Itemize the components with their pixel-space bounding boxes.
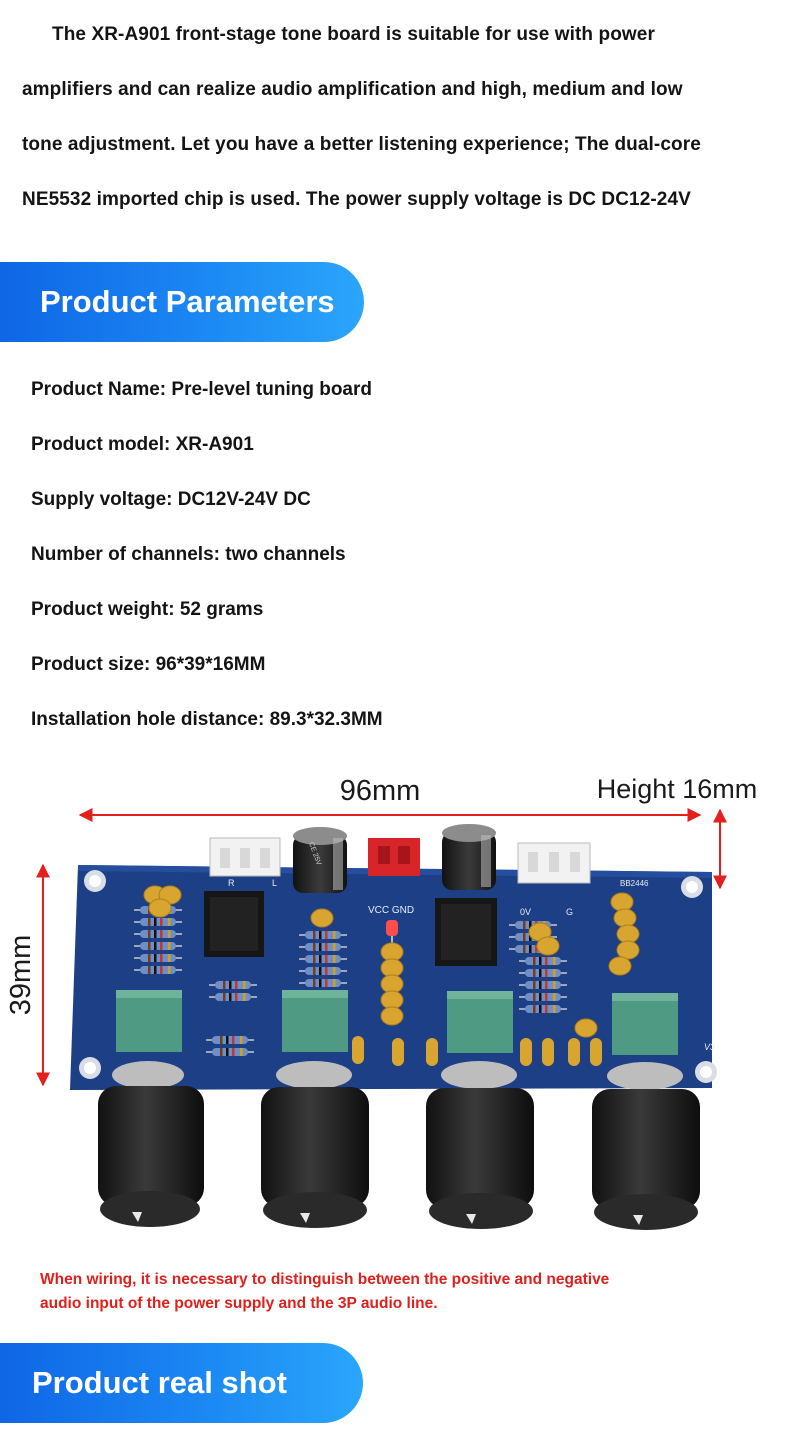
opamp-chip-left <box>204 891 264 957</box>
warning-line: When wiring, it is necessary to distingu… <box>40 1271 610 1288</box>
resistor <box>134 930 182 938</box>
resistor <box>519 969 567 977</box>
resistor <box>209 981 257 989</box>
intro-line: The XR-A901 front-stage tone board is su… <box>52 24 655 45</box>
resistor <box>134 918 182 926</box>
ceramic-capacitor <box>380 990 404 1010</box>
resistor <box>299 979 347 987</box>
ceramic-capacitor <box>380 1006 404 1026</box>
width-label: 96mm <box>340 775 421 807</box>
knob-1 <box>98 1061 204 1227</box>
silk-code: BB2446 <box>620 879 649 888</box>
intro-line: tone adjustment. Let you have a better l… <box>22 134 701 155</box>
resistor <box>206 1048 254 1056</box>
product-photo: 96mm Height 16mm 39mm <box>5 774 758 1230</box>
ceramic-capacitor <box>616 924 640 944</box>
section-banner-real-shot: Product real shot <box>0 1343 363 1423</box>
parameter-item: Product weight: 52 grams <box>31 599 264 620</box>
capacitor-left <box>293 827 347 893</box>
resistor <box>299 943 347 951</box>
resistor <box>299 955 347 963</box>
parameter-item: Product Name: Pre-level tuning board <box>31 379 372 400</box>
ceramic-capacitor <box>380 942 404 962</box>
section-title: Product Parameters <box>40 284 335 319</box>
potentiometer-bass <box>116 990 182 1052</box>
potentiometer-volume <box>612 993 678 1055</box>
parameter-item: Product size: 96*39*16MM <box>31 654 266 675</box>
tantalum-capacitor <box>590 1038 602 1066</box>
ceramic-capacitor <box>608 956 632 976</box>
potentiometer-treble <box>447 991 513 1053</box>
resistor <box>519 993 567 1001</box>
opamp-chip-right <box>435 898 497 966</box>
ceramic-capacitor <box>610 892 634 912</box>
parameter-item: Number of channels: two channels <box>31 544 346 565</box>
tantalum-capacitor <box>352 1036 364 1064</box>
section-banner-parameters: Product Parameters <box>0 262 364 342</box>
ceramic-capacitor <box>380 974 404 994</box>
resistor <box>134 954 182 962</box>
section-title: Product real shot <box>32 1365 287 1400</box>
silk-vcc-gnd: VCC GND <box>368 905 414 916</box>
silk-l: L <box>272 878 277 888</box>
intro-line: NE5532 imported chip is used. The power … <box>22 189 691 210</box>
tantalum-capacitor <box>392 1038 404 1066</box>
input-connector-right <box>517 842 591 884</box>
tantalum-capacitor <box>520 1038 532 1066</box>
ceramic-capacitor <box>380 958 404 978</box>
parameter-item: Supply voltage: DC12V-24V DC <box>31 489 311 510</box>
resistor <box>299 967 347 975</box>
warning-line: audio input of the power supply and the … <box>40 1295 438 1312</box>
depth-label: 39mm <box>5 935 37 1016</box>
ceramic-capacitor-array <box>143 885 640 1066</box>
parameter-item: Product model: XR-A901 <box>31 434 254 455</box>
power-connector <box>368 838 420 876</box>
knob-3 <box>426 1061 534 1229</box>
potentiometer-middle <box>282 990 348 1052</box>
ceramic-capacitor <box>310 908 334 928</box>
resistor <box>519 957 567 965</box>
silk-version: V3 <box>704 1042 715 1052</box>
tantalum-capacitor <box>568 1038 580 1066</box>
capacitor-right <box>442 824 496 890</box>
resistor <box>134 966 182 974</box>
input-connector-left <box>209 837 281 877</box>
tantalum-capacitor <box>426 1038 438 1066</box>
resistor <box>134 942 182 950</box>
tantalum-capacitor <box>542 1038 554 1066</box>
silk-r: R <box>228 878 235 888</box>
silk-g: G <box>566 907 573 917</box>
ceramic-capacitor <box>574 1018 598 1038</box>
ceramic-capacitor <box>536 936 560 956</box>
knob-4 <box>592 1062 700 1230</box>
resistor <box>519 1005 567 1013</box>
parameter-item: Installation hole distance: 89.3*32.3MM <box>31 709 383 730</box>
resistor-array <box>134 906 567 1056</box>
intro-line: amplifiers and can realize audio amplifi… <box>22 79 683 100</box>
resistor <box>299 931 347 939</box>
ceramic-capacitor <box>613 908 637 928</box>
resistor <box>519 981 567 989</box>
ceramic-capacitor <box>148 898 172 918</box>
resistor <box>209 993 257 1001</box>
silk-0v: 0V <box>520 907 531 917</box>
height-label: Height 16mm <box>597 774 758 804</box>
ceramic-capacitor <box>616 940 640 960</box>
resistor <box>206 1036 254 1044</box>
knob-2 <box>261 1061 369 1228</box>
